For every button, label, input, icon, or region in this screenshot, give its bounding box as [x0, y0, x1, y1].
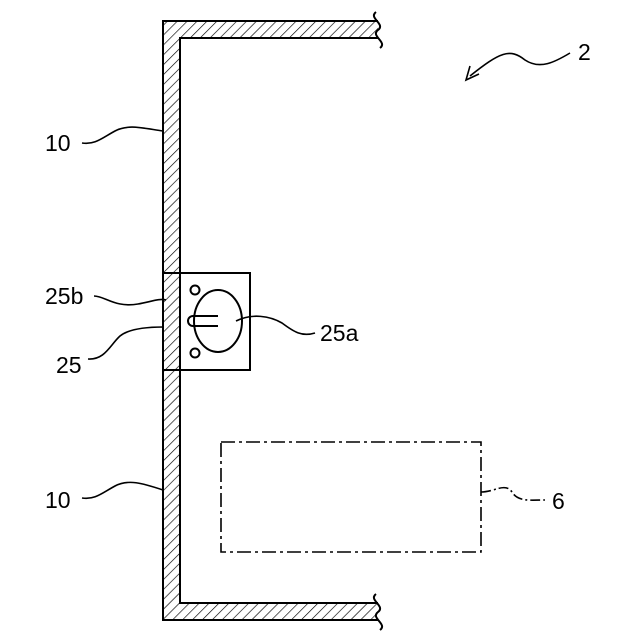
label-opening-25a: 25a	[320, 320, 359, 346]
leader-wall-lower	[82, 482, 163, 498]
leader-unit-6	[481, 488, 545, 501]
label-wall-upper: 10	[45, 130, 71, 156]
leader-plate-25	[88, 327, 163, 359]
mounting-hole-bottom	[191, 349, 200, 358]
label-unit-6: 6	[552, 488, 565, 514]
key-slot	[188, 316, 218, 326]
leader-wall-upper	[82, 127, 163, 143]
top-flange	[163, 21, 378, 38]
label-device-2: 2	[578, 39, 591, 65]
leader-lines	[82, 53, 570, 500]
wall-lower-section	[163, 370, 180, 620]
leader-opening-25a	[236, 316, 315, 334]
label-plate-25b: 25b	[45, 283, 83, 309]
reference-labels: 2 10 10 25b 25 25a 6	[45, 39, 591, 514]
leader-device-2	[470, 53, 570, 76]
mounting-hole-top	[191, 286, 200, 295]
unit-6-outline	[221, 442, 481, 552]
leader-plate-25b	[94, 296, 166, 305]
bottom-flange	[163, 603, 378, 620]
label-wall-lower: 10	[45, 487, 71, 513]
label-plate-25: 25	[56, 352, 82, 378]
plate-25b-hatched-part	[163, 273, 180, 370]
wall-inner-outline-lower	[180, 370, 378, 603]
wall-upper-section	[163, 21, 180, 273]
opening-25a	[194, 290, 242, 352]
plate-25	[163, 273, 250, 370]
wall-inner-outline-upper	[180, 38, 378, 273]
